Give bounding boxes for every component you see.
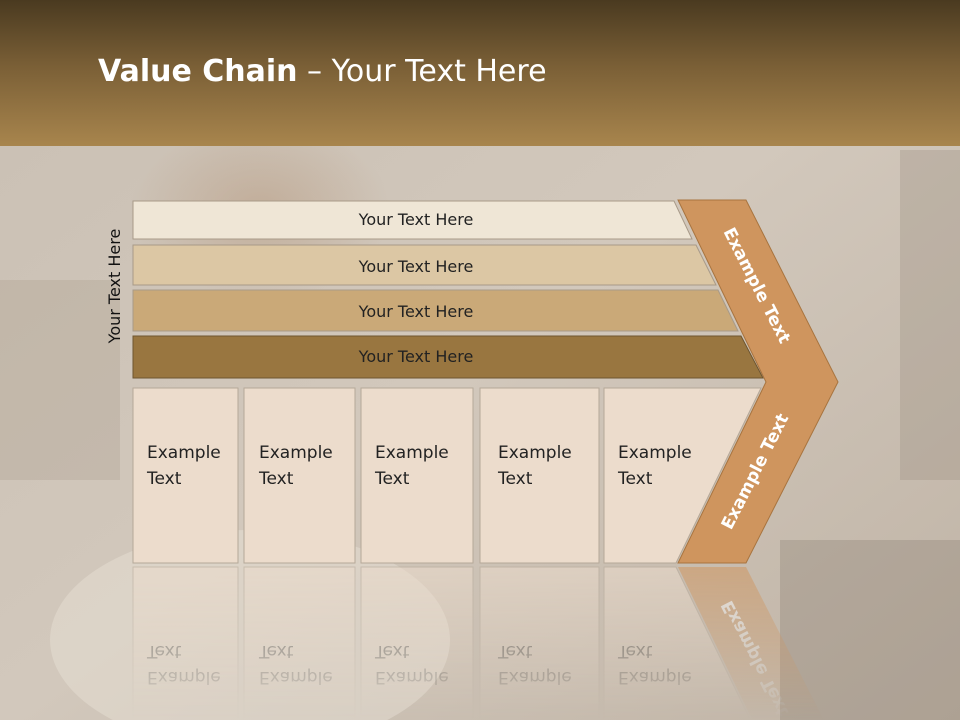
box-3-line1: Example — [375, 443, 449, 463]
header-band: Value Chain – Your Text Here — [0, 0, 960, 146]
reflection-text-8: Example — [375, 667, 449, 687]
chevron-shape — [677, 199, 839, 564]
bar-3-label: Your Text Here — [358, 302, 474, 321]
bar-2-label: Your Text Here — [358, 257, 474, 276]
reflection-text-2: Text — [258, 641, 294, 661]
box-2[interactable]: Example Text — [243, 387, 356, 564]
reflection-text-7: Example — [259, 667, 333, 687]
bar-2[interactable]: Your Text Here — [132, 244, 717, 286]
bar-3[interactable]: Your Text Here — [132, 289, 739, 332]
reflection-text-4: Text — [497, 641, 533, 661]
bar-3-shape — [132, 289, 739, 332]
box-4[interactable]: Example Text — [479, 387, 600, 564]
box-1-shape — [132, 387, 239, 564]
bar-2-shape — [132, 244, 717, 286]
box-1-line2: Text — [146, 469, 182, 489]
box-2-line1: Example — [259, 443, 333, 463]
reflection-text-6: Example — [147, 667, 221, 687]
bar-1-label: Your Text Here — [358, 210, 474, 229]
box-3-line2: Text — [374, 469, 410, 489]
box-1[interactable]: Example Text — [132, 387, 239, 564]
bar-1-shape — [132, 200, 693, 240]
reflection-text-9: Example — [498, 667, 572, 687]
reflection-text-1: Text — [146, 641, 182, 661]
box-5-line1: Example — [618, 443, 692, 463]
bar-1[interactable]: Your Text Here — [132, 200, 693, 240]
reflection-text-5: Text — [617, 641, 653, 661]
box-2-shape — [243, 387, 356, 564]
bar-group: Your Text Here Your Text Here Your Text … — [132, 200, 764, 379]
reflection-text-3: Text — [374, 641, 410, 661]
box-3[interactable]: Example Text — [360, 387, 474, 564]
box-4-line2: Text — [497, 469, 533, 489]
box-3-shape — [360, 387, 474, 564]
box-1-line1: Example — [147, 443, 221, 463]
box-5-shape — [603, 387, 762, 564]
bar-4-label: Your Text Here — [358, 347, 474, 366]
box-2-line2: Text — [258, 469, 294, 489]
slide-title: Value Chain – Your Text Here — [98, 54, 547, 89]
reflection: Text Text Text Text Text Example Example… — [132, 566, 824, 720]
box-5[interactable]: Example Text — [603, 387, 762, 564]
box-4-line1: Example — [498, 443, 572, 463]
bar-4-shape — [132, 335, 764, 379]
box-4-shape — [479, 387, 600, 564]
reflection-text-10: Example — [618, 667, 692, 687]
bar-4[interactable]: Your Text Here — [132, 335, 764, 379]
box-group: Example Text Example Text Example Text E… — [132, 387, 762, 564]
box-5-line2: Text — [617, 469, 653, 489]
